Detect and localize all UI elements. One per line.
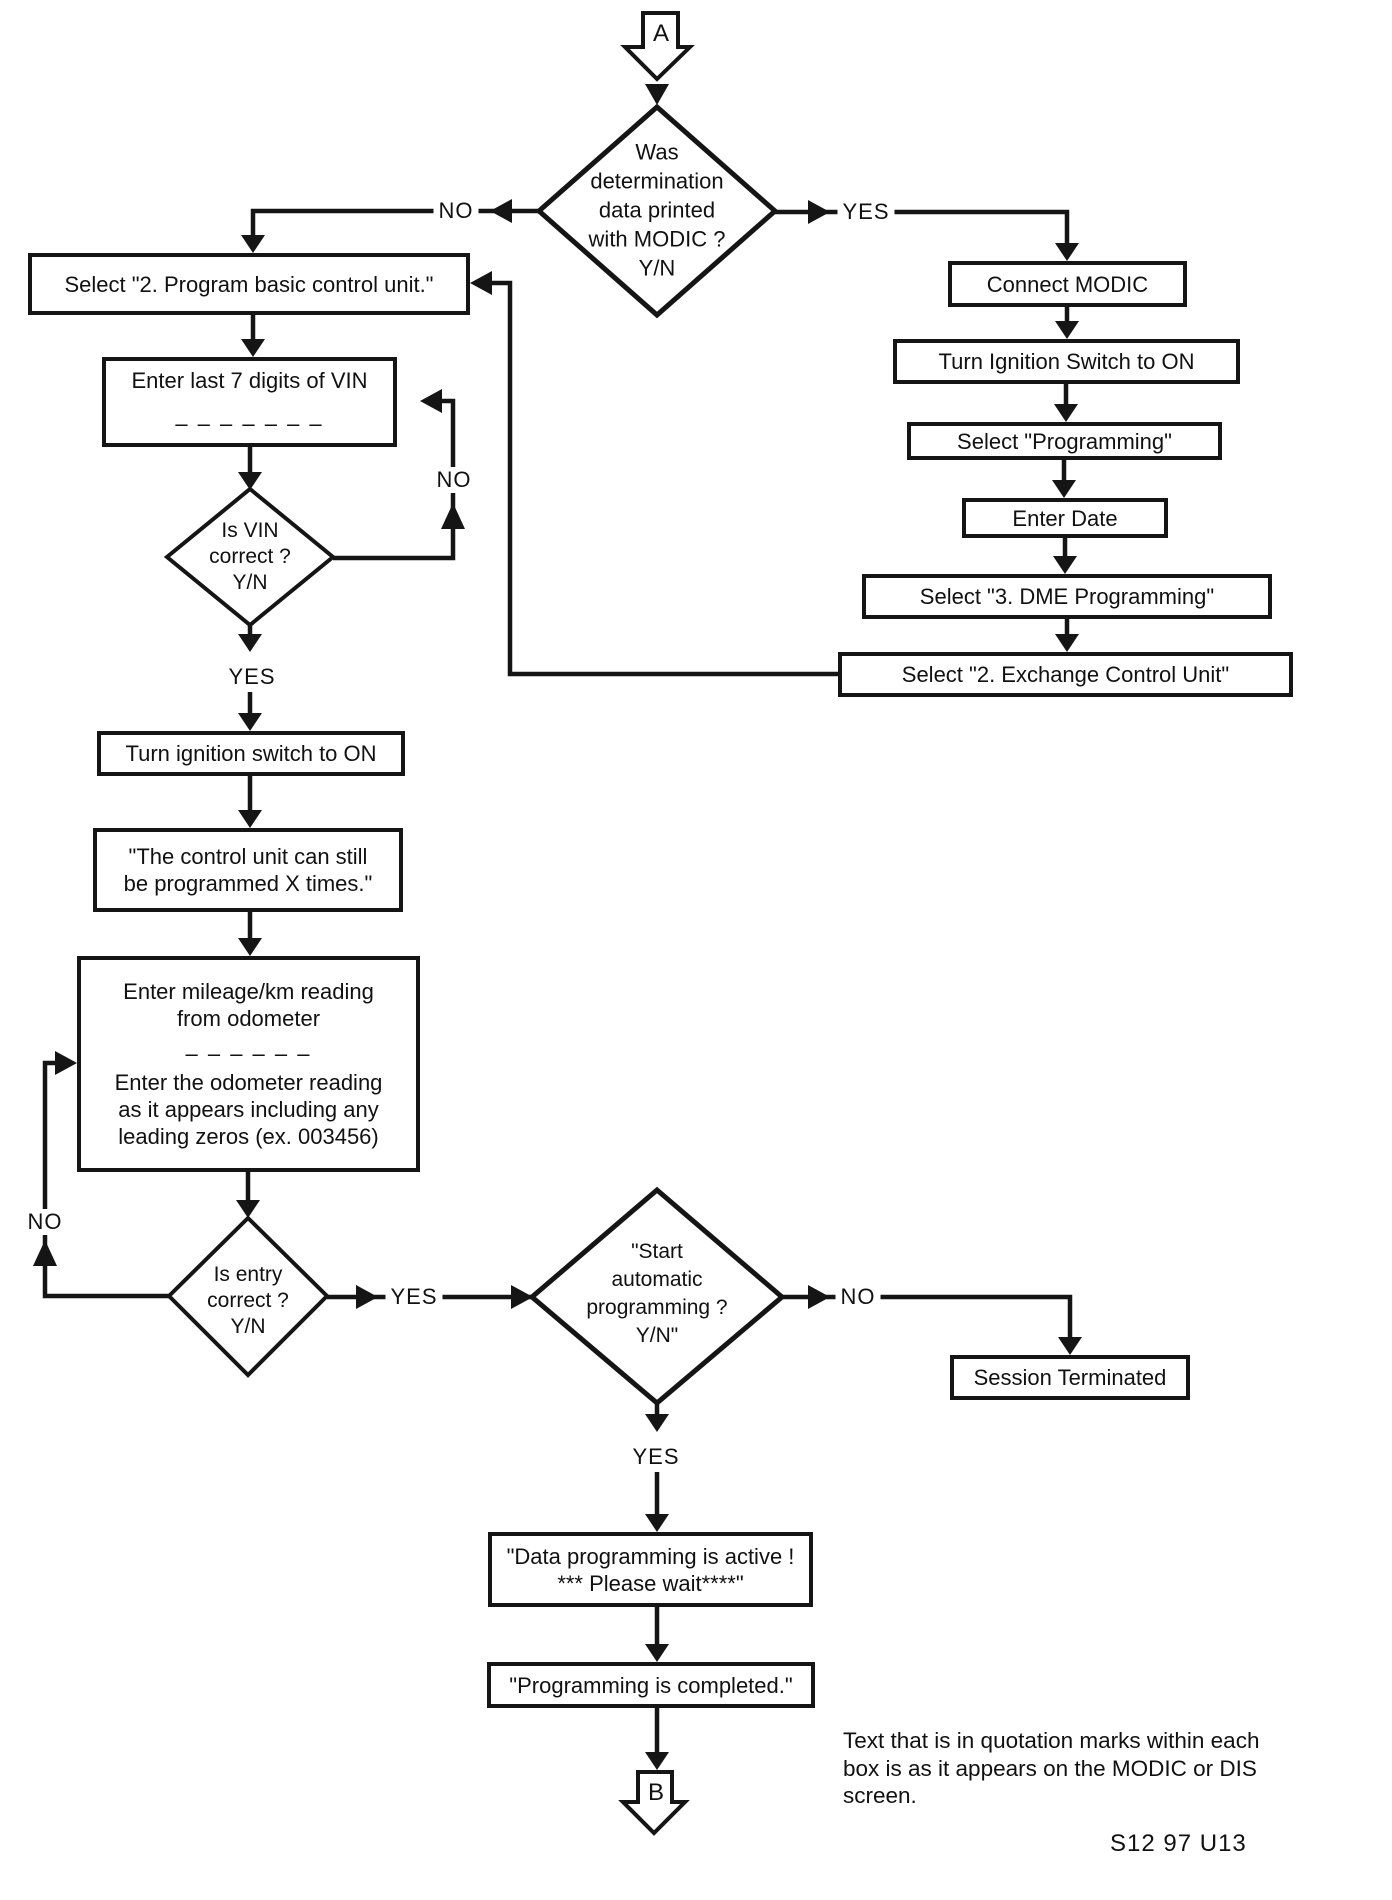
quotation-note: Text that is in quotation marks within e… <box>843 1727 1323 1810</box>
connector-b-label: B <box>647 1779 665 1806</box>
diamond-start-programming <box>528 1186 786 1407</box>
decision-line: Was <box>635 139 679 165</box>
note-line: screen. <box>843 1783 917 1808</box>
step-enter-date: Enter Date <box>962 498 1168 538</box>
note-line: Text that is in quotation marks within e… <box>843 1728 1260 1753</box>
edge-label-vin-yes: YES <box>223 664 281 690</box>
step-connect-modic: Connect MODIC <box>948 261 1187 307</box>
decision-line: correct ? <box>209 545 291 568</box>
diamond-modic-printed <box>535 103 779 319</box>
decision-line: Is entry <box>213 1263 283 1286</box>
decision-line: correct ? <box>207 1289 289 1312</box>
step-programming-completed: "Programming is completed." <box>487 1662 815 1708</box>
decision-line: data printed <box>598 197 716 223</box>
step-line: "Data programming is active ! <box>506 1543 795 1569</box>
step-line: Enter last 7 digits of VIN <box>131 368 368 393</box>
edge-label-entry-yes: YES <box>385 1284 443 1310</box>
decision-line: Y/N" <box>635 1324 679 1347</box>
step-line: "The control unit can still <box>128 844 368 869</box>
decision-modic-printed-text: Was determination data printed with MODI… <box>589 138 726 283</box>
edge-label-start-no: NO <box>835 1284 881 1310</box>
step-line: Enter the odometer reading <box>114 1070 383 1095</box>
decision-line: "Start <box>631 1240 683 1263</box>
decision-line: Is VIN <box>221 519 279 542</box>
decision-line: determination <box>590 168 724 194</box>
decision-line: automatic <box>611 1268 703 1291</box>
edge-label-entry-no: NO <box>22 1209 68 1235</box>
edge-label-start-yes: YES <box>627 1444 685 1470</box>
step-data-programming-active: "Data programming is active ! *** Please… <box>488 1532 813 1607</box>
decision-line: with MODIC ? <box>588 226 726 252</box>
connector-a-arrow <box>620 11 695 82</box>
edge-label-vin-no: NO <box>431 467 477 493</box>
step-select-programming: Select "Programming" <box>907 422 1222 460</box>
arrowheads <box>33 84 1082 1770</box>
step-line: as it appears including any <box>118 1097 379 1122</box>
document-number: S12 97 U13 <box>1110 1830 1247 1857</box>
step-line: from odometer <box>176 1006 321 1031</box>
step-enter-vin: Enter last 7 digits of VIN – – – – – – – <box>102 357 397 447</box>
decision-line: Y/N <box>638 255 676 281</box>
page-connectors <box>618 11 695 1836</box>
step-line: leading zeros (ex. 003456) <box>118 1124 379 1149</box>
step-ignition-on-left: Turn ignition switch to ON <box>97 731 405 776</box>
diamond-entry-correct <box>166 1215 330 1378</box>
decision-entry-correct-text: Is entry correct ? Y/N <box>207 1262 289 1340</box>
step-line: Enter mileage/km reading <box>123 979 374 1004</box>
decision-diamonds <box>163 103 786 1407</box>
step-select-program-basic: Select "2. Program basic control unit." <box>28 253 470 315</box>
step-session-terminated: Session Terminated <box>950 1355 1190 1400</box>
edge-label-modic-no: NO <box>433 198 479 224</box>
decision-line: Y/N <box>232 571 268 594</box>
step-line: be programmed X times." <box>123 871 373 896</box>
mileage-entry-blanks: – – – – – – <box>185 1041 312 1066</box>
decision-line: programming ? <box>586 1296 728 1319</box>
step-line: *** Please wait****" <box>557 1570 744 1596</box>
decision-vin-correct-text: Is VIN correct ? Y/N <box>209 518 291 596</box>
note-line: box is as it appears on the MODIC or DIS <box>843 1755 1257 1781</box>
connector-b-arrow <box>618 1770 690 1836</box>
step-select-exchange-control-unit: Select "2. Exchange Control Unit" <box>838 652 1293 697</box>
connector-a-label: A <box>652 20 670 47</box>
step-ignition-on-right: Turn Ignition Switch to ON <box>893 339 1240 384</box>
decision-line: Y/N <box>230 1315 266 1338</box>
edge-label-modic-yes: YES <box>837 199 895 225</box>
vin-entry-blanks: – – – – – – – <box>175 411 324 436</box>
step-control-unit-times: "The control unit can still be programme… <box>93 828 403 912</box>
decision-start-programming-text: "Start automatic programming ? Y/N" <box>586 1238 727 1350</box>
step-select-dme-programming: Select "3. DME Programming" <box>862 574 1272 619</box>
step-enter-mileage: Enter mileage/km reading from odometer –… <box>77 956 420 1172</box>
diamond-vin-correct <box>163 486 337 628</box>
